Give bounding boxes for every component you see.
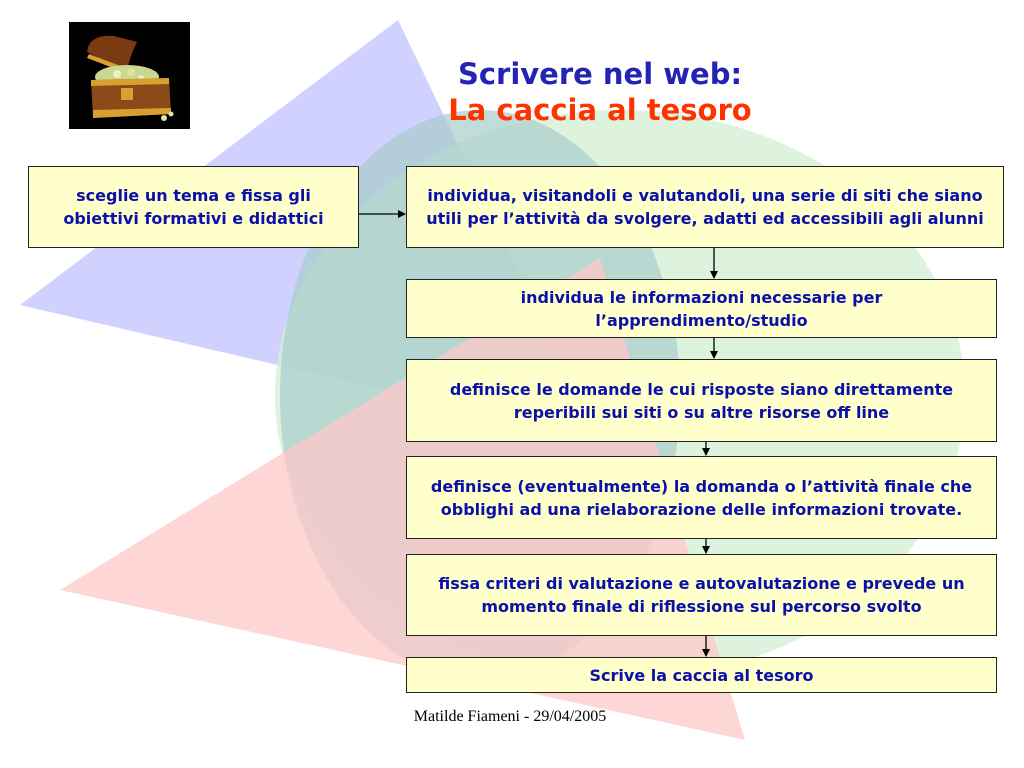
step-box-6: fissa criteri di valutazione e autovalut…	[406, 554, 997, 636]
step-box-2: individua, visitandoli e valutandoli, un…	[406, 166, 1004, 248]
slide-title: Scrivere nel web: La caccia al tesoro	[380, 56, 820, 128]
footer-author-date: Matilde Fiameni - 29/04/2005	[413, 708, 607, 725]
treasure-chest-icon	[69, 22, 190, 129]
step-box-5: definisce (eventualmente) la domanda o l…	[406, 456, 997, 539]
title-line-2: La caccia al tesoro	[448, 93, 752, 127]
step-text: definisce (eventualmente) la domanda o l…	[430, 476, 973, 519]
step-text: definisce le domande le cui risposte sia…	[449, 379, 954, 422]
logo	[69, 22, 190, 129]
step-box-3: individua le informazioni necessarie per…	[406, 279, 997, 338]
step-box-1: sceglie un tema e fissa gli obiettivi fo…	[28, 166, 359, 248]
step-box-7: Scrive la caccia al tesoro	[406, 657, 997, 693]
step-text: individua le informazioni necessarie per…	[520, 287, 883, 330]
title-line-1: Scrivere nel web:	[457, 57, 743, 91]
step-box-4: definisce le domande le cui risposte sia…	[406, 359, 997, 442]
step-text: sceglie un tema e fissa gli obiettivi fo…	[63, 186, 324, 228]
step-text: individua, visitandoli e valutandoli, un…	[426, 186, 984, 228]
step-text: fissa criteri di valutazione e autovalut…	[438, 574, 965, 616]
step-text: Scrive la caccia al tesoro	[589, 665, 814, 685]
